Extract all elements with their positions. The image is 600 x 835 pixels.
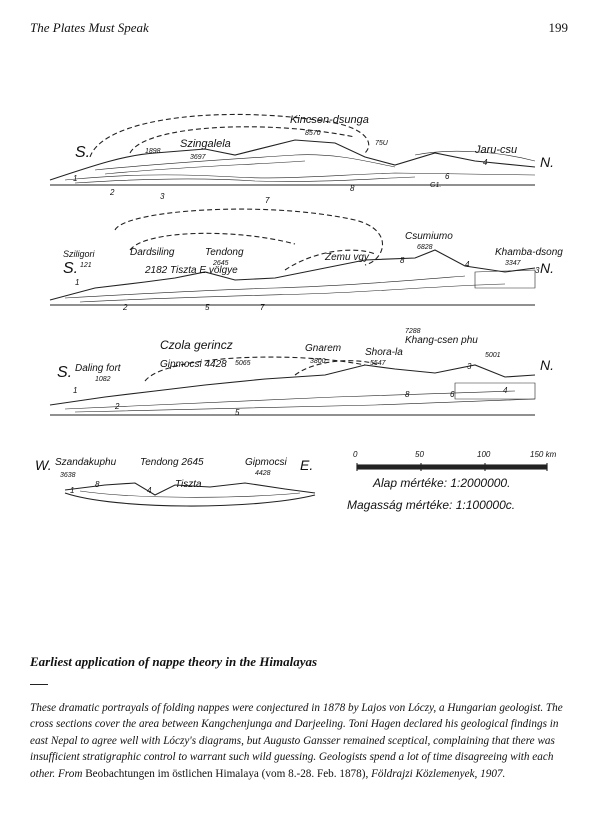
s1-left: S. xyxy=(75,144,90,161)
s2-n7: 7 xyxy=(260,303,265,312)
s2-f: Csumiumo xyxy=(405,231,453,242)
s3-d: 5065 xyxy=(235,360,251,367)
caption-source-title: Beobachtungen im östlichen Himalaya (vom… xyxy=(85,768,368,780)
section-3 xyxy=(50,357,535,415)
s4-right: E. xyxy=(300,457,313,473)
caption-body: These dramatic portrayals of folding nap… xyxy=(30,700,575,782)
scale-tick-50: 50 xyxy=(415,450,424,459)
page-number: 199 xyxy=(549,20,569,36)
s1-g: G1. xyxy=(430,182,441,189)
s3-i: 5001 xyxy=(485,352,501,359)
scale-tick-100: 100 xyxy=(477,450,491,459)
s2-n4: 4 xyxy=(465,260,470,269)
s1-peak: Kincsen-dsunga xyxy=(290,114,369,126)
s3-h-elev: 5547 xyxy=(370,360,387,367)
s2-g: Khamba-dsong xyxy=(495,247,563,258)
s1-n2: 2 xyxy=(109,188,115,197)
s1-right: N. xyxy=(540,154,554,170)
s3-n1: 1 xyxy=(73,386,77,395)
s2-n8: 8 xyxy=(400,256,405,265)
s3-e: Gnarem xyxy=(305,343,341,354)
s1-n1: 1 xyxy=(73,174,77,183)
s3-b: Daling fort xyxy=(75,363,122,374)
s2-right: N. xyxy=(540,260,554,276)
s3-right: N. xyxy=(540,357,554,373)
caption-rule xyxy=(30,684,48,685)
s1-s2-elev: 3697 xyxy=(190,154,207,161)
s4-n8: 8 xyxy=(95,480,100,489)
s3-e-elev: 3800 xyxy=(310,358,326,365)
s3-n4: 4 xyxy=(503,386,508,395)
s1-s5: Jaru-csu xyxy=(474,144,517,156)
s2-g-elev: 3347 xyxy=(505,260,522,267)
s2-d: 2182 Tiszta E.völgye xyxy=(144,265,238,276)
running-head: The Plates Must Speak xyxy=(30,20,149,36)
s3-n2: 2 xyxy=(114,402,120,411)
scale-bar xyxy=(357,463,547,471)
cross-section-figure: S. N. Kincsen-dsunga 8570 Szingalela 369… xyxy=(35,95,565,565)
s1-n4: 4 xyxy=(483,158,488,167)
s4-a-elev: 3638 xyxy=(60,472,76,479)
s1-n6: 6 xyxy=(445,172,450,181)
s3-c: Gipmocsi 4428 xyxy=(160,359,227,370)
s1-s2: Szingalela xyxy=(180,138,231,150)
s2-a-elev: 121 xyxy=(80,262,92,269)
s1-n8: 8 xyxy=(350,184,355,193)
s2-n3: 3 xyxy=(535,266,540,275)
s4-left: W. xyxy=(35,457,52,473)
s1-n3: 3 xyxy=(160,192,165,201)
s1-n7: 7 xyxy=(265,196,270,205)
caption-from: From xyxy=(58,768,82,780)
s4-n4: 4 xyxy=(147,486,152,495)
s3-n6: 6 xyxy=(450,390,455,399)
scale-tick-150: 150 km xyxy=(530,450,557,459)
s1-s3: 1898 xyxy=(145,148,161,155)
s2-left: S. xyxy=(63,260,78,277)
cross-section-drawing: S. N. Kincsen-dsunga 8570 Szingalela 369… xyxy=(35,95,565,565)
s2-f-elev: 6828 xyxy=(417,244,433,251)
s2-n2: 2 xyxy=(122,303,128,312)
s4-c: Gipmocsi xyxy=(245,457,287,468)
s3-a: Czola gerincz xyxy=(160,338,233,352)
s3-b-elev: 1082 xyxy=(95,376,111,383)
s1-peak-elev: 8570 xyxy=(305,130,321,137)
s4-d: Tiszta xyxy=(175,479,202,490)
s3-h: Shora-la xyxy=(365,347,403,358)
s3-g: Khang-csen phu xyxy=(405,335,478,346)
s3-n3: 3 xyxy=(467,362,472,371)
s2-b: Dardsiling xyxy=(130,247,175,258)
s2-n1: 1 xyxy=(75,278,79,287)
s4-b: Tendong 2645 xyxy=(140,457,204,468)
s2-n5: 5 xyxy=(205,303,210,312)
s4-n1: 1 xyxy=(70,486,74,495)
scale-horizontal: Alap mértéke: 1:2000000. xyxy=(372,476,510,490)
s3-n8: 8 xyxy=(405,390,410,399)
s3-f: 7288 xyxy=(405,328,421,335)
s3-left: S. xyxy=(57,364,72,381)
s3-n5: 5 xyxy=(235,408,240,417)
s2-a: Sziligori xyxy=(63,249,96,259)
s1-s4: 75U xyxy=(375,140,389,147)
s2-e: Zemu vgy xyxy=(324,252,370,263)
scale-tick-0: 0 xyxy=(353,450,358,459)
s2-c: Tendong xyxy=(205,247,244,258)
s4-a: Szandakuphu xyxy=(55,457,117,468)
s4-c-elev: 4428 xyxy=(255,470,271,477)
section-2 xyxy=(50,209,535,305)
scale-vertical: Magasság mértéke: 1:100000c. xyxy=(347,498,515,512)
caption-source-journal: Földrajzi Közlemenyek, 1907. xyxy=(371,768,505,780)
caption-title: Earliest application of nappe theory in … xyxy=(30,654,317,670)
